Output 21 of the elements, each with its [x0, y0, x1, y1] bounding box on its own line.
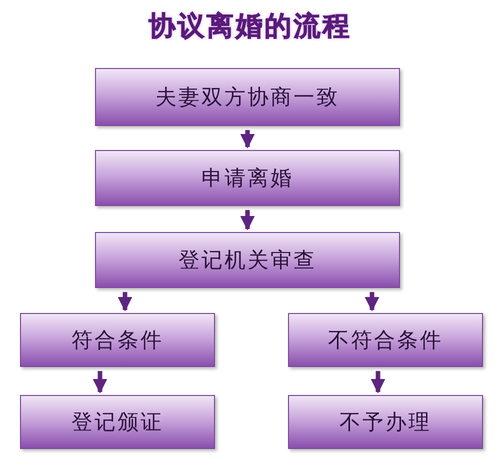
- box-label: 不符合条件: [328, 327, 443, 354]
- process-box: [288, 313, 483, 367]
- process-box: [20, 313, 215, 367]
- arrow: [118, 292, 132, 312]
- box-label: 夫妻双方协商一致: [156, 84, 340, 111]
- box-label: 符合条件: [72, 327, 164, 354]
- arrow: [370, 371, 386, 394]
- process-box: [95, 150, 400, 206]
- box-label: 不予办理: [340, 409, 432, 436]
- process-box: [20, 395, 215, 449]
- process-box: [288, 395, 483, 449]
- process-box: [95, 232, 400, 288]
- title: 协议离婚的流程: [148, 11, 352, 42]
- process-box: [95, 68, 400, 126]
- arrow: [240, 210, 255, 230]
- arrow: [240, 130, 255, 148]
- arrow: [364, 292, 380, 312]
- arrow: [92, 371, 108, 394]
- box-label: 登记颁证: [72, 409, 164, 436]
- box-label: 申请离婚: [202, 165, 294, 192]
- box-label: 登记机关审查: [178, 247, 316, 274]
